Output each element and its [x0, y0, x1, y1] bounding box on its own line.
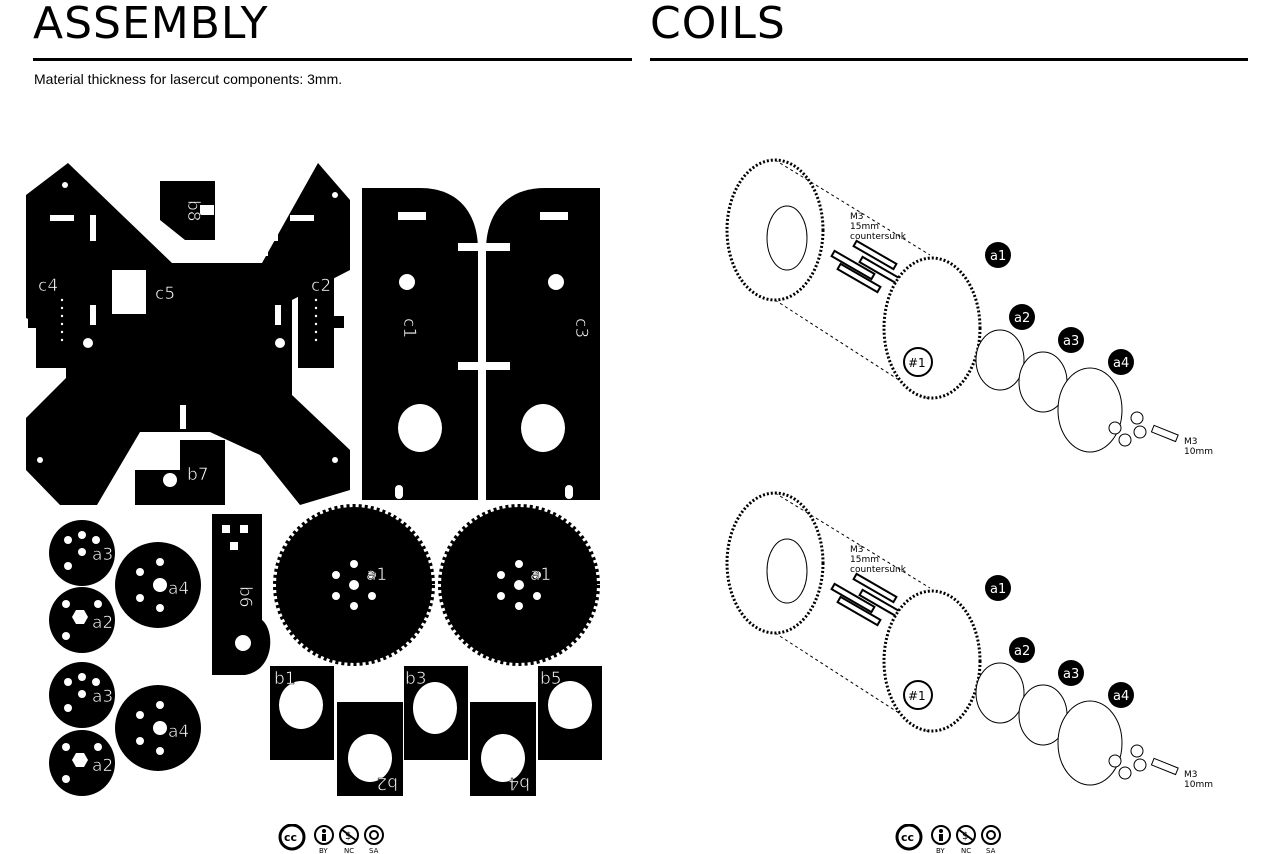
nc-label-2: NC [961, 847, 971, 854]
part-b4: b4 [470, 702, 536, 796]
callout-a1-2: a1 [990, 582, 1006, 597]
by-label: BY [319, 847, 328, 854]
label-a4: a4 [168, 579, 189, 599]
svg-text:$: $ [345, 831, 351, 842]
part-a1-left: a1 [273, 504, 435, 666]
svg-text:cc: cc [284, 831, 297, 844]
label-a2-2: a2 [92, 756, 113, 776]
coils-drawing: M3 15mm countersunk a1 a2 a3 a4 #1 M3 10… [725, 158, 1213, 790]
part-c3: c3 [458, 188, 600, 500]
bolt-note-line2-2: 10mm [1184, 780, 1213, 790]
screw-note-line2: 15mm [850, 222, 879, 232]
label-c2: c2 [311, 276, 331, 296]
cc-icon: cc [895, 824, 923, 851]
nc-label: NC [344, 847, 354, 854]
screw-note-line1: M3 [850, 212, 864, 222]
label-a1: a1 [366, 565, 387, 585]
label-a4-2: a4 [168, 722, 189, 742]
nc-icon: $ [339, 825, 359, 845]
by-icon [314, 825, 334, 845]
label-c4: c4 [38, 276, 58, 296]
label-c3: c3 [571, 318, 591, 338]
screw-note-line2-2: 15mm [850, 555, 879, 565]
svg-text:cc: cc [901, 831, 914, 844]
part-a3-top: a3 [49, 520, 115, 586]
part-b6: b6 [212, 514, 271, 675]
part-c5: c5 [26, 163, 350, 505]
cc-license-left: cc $ BY NC SA [278, 824, 384, 854]
sa-label: SA [369, 847, 379, 854]
part-a4-bottom: a4 [115, 685, 201, 771]
label-a2: a2 [92, 613, 113, 633]
callout-a4: a4 [1113, 356, 1129, 371]
bolt-note-line1: M3 [1184, 437, 1198, 447]
label-a3-2: a3 [92, 687, 113, 707]
callout-a2-2: a2 [1014, 644, 1030, 659]
part-b5: b5 [538, 666, 602, 760]
by-icon [931, 825, 951, 845]
part-a2-bottom: a2 [49, 730, 115, 796]
nc-icon: $ [956, 825, 976, 845]
sa-icon [364, 825, 384, 845]
label-b1: b1 [274, 669, 296, 689]
callout-a2: a2 [1014, 311, 1030, 326]
marker-1: #1 [908, 356, 926, 370]
part-b8: b8 [160, 181, 215, 240]
screw-note-line3-2: countersunk [850, 565, 907, 575]
label-b4: b4 [508, 773, 530, 793]
part-c1: c1 [362, 188, 478, 500]
label-a1-2: a1 [530, 565, 551, 585]
screw-note-line1-2: M3 [850, 545, 864, 555]
part-a4-top: a4 [115, 542, 201, 628]
label-a3: a3 [92, 545, 113, 565]
assembly-title: ASSEMBLY [33, 0, 269, 49]
label-b6: b6 [235, 586, 255, 608]
callout-a3-2: a3 [1063, 667, 1079, 682]
assembly-subtitle: Material thickness for lasercut componen… [34, 71, 343, 87]
label-b7: b7 [187, 465, 209, 485]
sa-label-2: SA [986, 847, 996, 854]
part-a1-right: a1 [438, 504, 600, 666]
marker-1-2: #1 [908, 689, 926, 703]
part-b7: b7 [135, 440, 225, 505]
label-b5: b5 [540, 669, 562, 689]
callout-a4-2: a4 [1113, 689, 1129, 704]
part-b2: b2 [337, 702, 403, 796]
part-b3: b3 [404, 666, 468, 760]
cc-icon: cc [278, 824, 306, 851]
part-a2-top: a2 [49, 587, 115, 653]
part-b1: b1 [270, 666, 334, 760]
screw-note-line3: countersunk [850, 232, 907, 242]
assembly-rule [33, 58, 632, 61]
coil-view-top: M3 15mm countersunk a1 a2 a3 a4 #1 M3 10… [725, 158, 1213, 457]
sa-icon [981, 825, 1001, 845]
label-b8: b8 [183, 200, 203, 222]
label-b3: b3 [405, 669, 427, 689]
coils-title: COILS [650, 0, 786, 49]
bolt-note-line2: 10mm [1184, 447, 1213, 457]
by-label-2: BY [936, 847, 945, 854]
label-c5: c5 [155, 284, 175, 304]
callout-a1: a1 [990, 249, 1006, 264]
cc-license-right: cc $ BY NC SA [895, 824, 1001, 854]
coil-view-bottom: M3 15mm countersunk a1 a2 a3 a4 #1 M3 10… [725, 491, 1213, 790]
svg-text:$: $ [962, 831, 968, 842]
assembly-parts-drawing: c5 c4 c2 b8 b7 c1 [26, 163, 602, 796]
bolt-note-line1-2: M3 [1184, 770, 1198, 780]
label-b2: b2 [376, 773, 398, 793]
coils-rule [650, 58, 1248, 61]
label-c1: c1 [399, 318, 419, 338]
part-c2: c2 [298, 270, 344, 368]
callout-a3: a3 [1063, 334, 1079, 349]
part-c4: c4 [28, 270, 72, 368]
part-a3-bottom: a3 [49, 662, 115, 728]
